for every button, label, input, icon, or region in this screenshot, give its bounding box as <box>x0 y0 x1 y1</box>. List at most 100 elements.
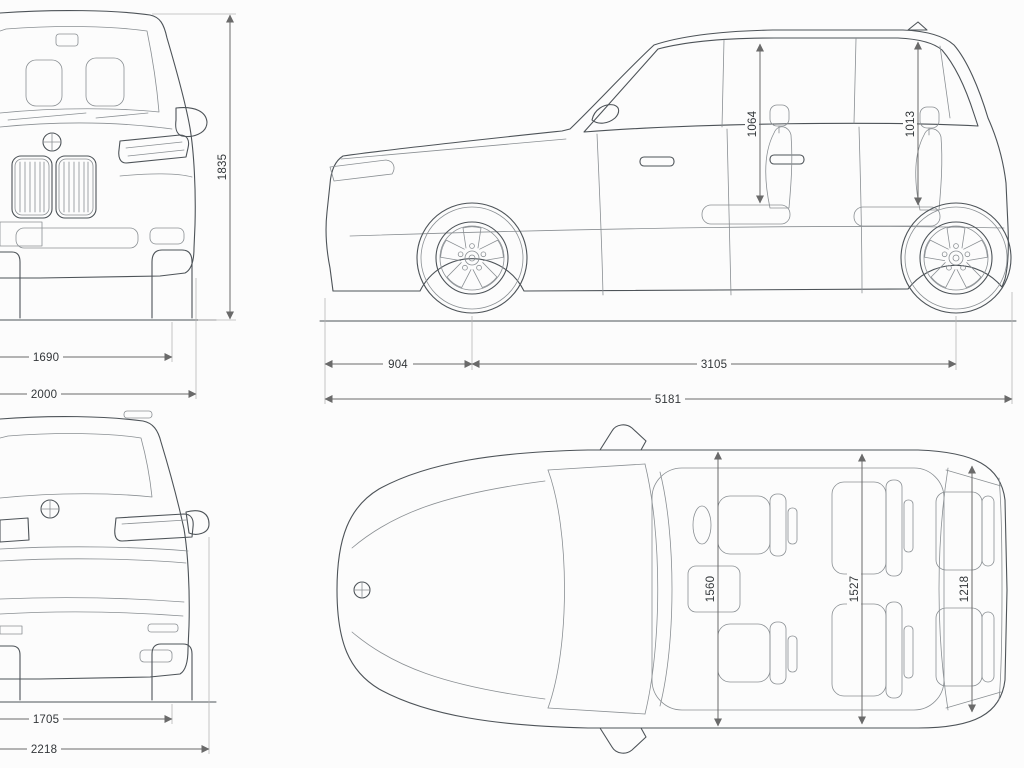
tailgate-inner-line <box>998 477 1003 701</box>
taillight-left <box>0 517 30 543</box>
taillight-right <box>114 513 194 542</box>
headlight-side <box>329 159 395 182</box>
c-pillar-lines <box>945 469 1002 709</box>
reflector-left <box>0 625 23 635</box>
dim-label-bg <box>745 107 759 141</box>
dim-text-rear-track: 1705 <box>33 714 59 726</box>
rear-body-outline <box>0 415 190 680</box>
front-headrest-left <box>25 59 63 107</box>
ext-lines-rear-width <box>171 537 210 754</box>
dim-label-shoulder-front: 1560 <box>703 572 717 606</box>
dim-label-shoulder-middle: 1527 <box>847 572 861 606</box>
dim-label-bg <box>957 572 971 606</box>
roof-front-edge <box>644 463 659 715</box>
bmw-roundel-icon <box>42 132 62 152</box>
rear-right-wheel <box>151 643 193 701</box>
hood-crease <box>0 122 173 130</box>
door-handle-rear <box>769 154 805 165</box>
rear-left-wheel <box>0 645 21 701</box>
headlight-right <box>118 134 190 164</box>
rear-seat-profile <box>853 106 943 227</box>
windshield-base <box>547 469 565 709</box>
dim-label-bg <box>215 150 229 184</box>
bumper-crease <box>119 173 193 178</box>
dim-label-width-incl-mirrors: 2218 <box>27 742 61 756</box>
front-body-outline <box>0 9 196 279</box>
dim-text-track-width: 1690 <box>33 352 59 364</box>
dim-text-wheelbase: 3105 <box>701 359 727 371</box>
dim-label-overall-height: 1835 <box>215 150 229 184</box>
side-body-outline <box>325 29 1009 292</box>
dim-label-overall-length: 5181 <box>651 392 685 406</box>
dim-label-bg <box>697 357 731 371</box>
front-right-wheel <box>151 249 193 319</box>
kidney-grille <box>11 155 97 219</box>
ext-lines-length <box>324 292 1013 404</box>
top-view: 1560 1527 1218 <box>336 424 1008 754</box>
dim-text-width-incl-mirrors: 2218 <box>31 744 57 756</box>
roof-outline <box>651 467 945 711</box>
rear-wheel <box>900 202 1012 314</box>
glasshouse-outline <box>583 37 979 133</box>
dim-text-front-headroom: 1064 <box>747 110 759 137</box>
door-handle-front <box>639 156 675 167</box>
dim-label-body-width: 2000 <box>27 387 61 401</box>
a-pillar-lines <box>547 463 646 715</box>
tailgate-seams <box>0 546 189 603</box>
rear-window <box>0 433 153 499</box>
mirror-side-view <box>591 104 620 124</box>
dim-label-front-headroom: 1064 <box>745 107 759 141</box>
hood-contours <box>351 480 546 700</box>
dim-label-bg <box>903 107 917 141</box>
dim-text-rear-headroom: 1013 <box>905 111 917 137</box>
dim-label-front-overhang: 904 <box>383 357 413 371</box>
bumper-step-line <box>0 611 184 617</box>
mirror-top <box>599 424 647 451</box>
front-windshield <box>0 26 160 114</box>
character-line <box>349 226 1005 237</box>
dim-label-bg <box>29 712 63 726</box>
front-left-wheel <box>0 251 21 319</box>
bumper-intake <box>15 227 139 249</box>
dash-cowl-line <box>659 471 673 707</box>
rearview-mirror <box>55 33 79 47</box>
antenna-fin <box>907 21 928 31</box>
mirror-right-front-view <box>175 107 208 138</box>
license-plate-area <box>0 221 43 247</box>
dim-label-bg <box>27 742 61 756</box>
front-headrest-right <box>85 57 125 107</box>
rear-view: 1705 2218 <box>0 410 217 756</box>
hood-fender-line <box>340 138 567 160</box>
dim-label-wheelbase: 3105 <box>697 357 731 371</box>
front-view: 1835 1690 2000 <box>0 9 236 401</box>
dim-text-overall-length: 5181 <box>655 394 681 406</box>
dim-label-bg <box>847 572 861 606</box>
side-view: 1064 1013 904 3105 5181 <box>319 21 1017 406</box>
pillar-lines <box>721 38 951 128</box>
dim-label-shoulder-rear: 1218 <box>957 572 971 606</box>
third-row-seats <box>935 491 995 687</box>
bmw-roundel-icon <box>353 581 371 599</box>
dim-text-shoulder-rear: 1218 <box>959 576 971 602</box>
dim-label-bg <box>29 350 63 364</box>
reflector-right <box>147 623 179 633</box>
wiper-lines <box>7 112 149 121</box>
dim-text-body-width: 2000 <box>31 389 57 401</box>
dim-label-rear-headroom: 1013 <box>903 107 917 141</box>
front-wheel <box>416 202 528 314</box>
roof-rail <box>123 410 153 419</box>
front-row-seats <box>717 493 798 685</box>
mirror-right-rear-view <box>185 510 210 535</box>
dim-label-bg <box>703 572 717 606</box>
front-seat-profile <box>701 104 793 225</box>
steering-wheel <box>692 505 712 545</box>
dim-label-bg <box>383 357 413 371</box>
mirror-bottom <box>599 727 647 754</box>
bmw-roundel-icon <box>40 499 60 519</box>
top-body-outline <box>336 449 1008 729</box>
ext-lines-height <box>152 13 236 321</box>
dim-label-track-width: 1690 <box>29 350 63 364</box>
middle-row-seats <box>831 479 914 699</box>
